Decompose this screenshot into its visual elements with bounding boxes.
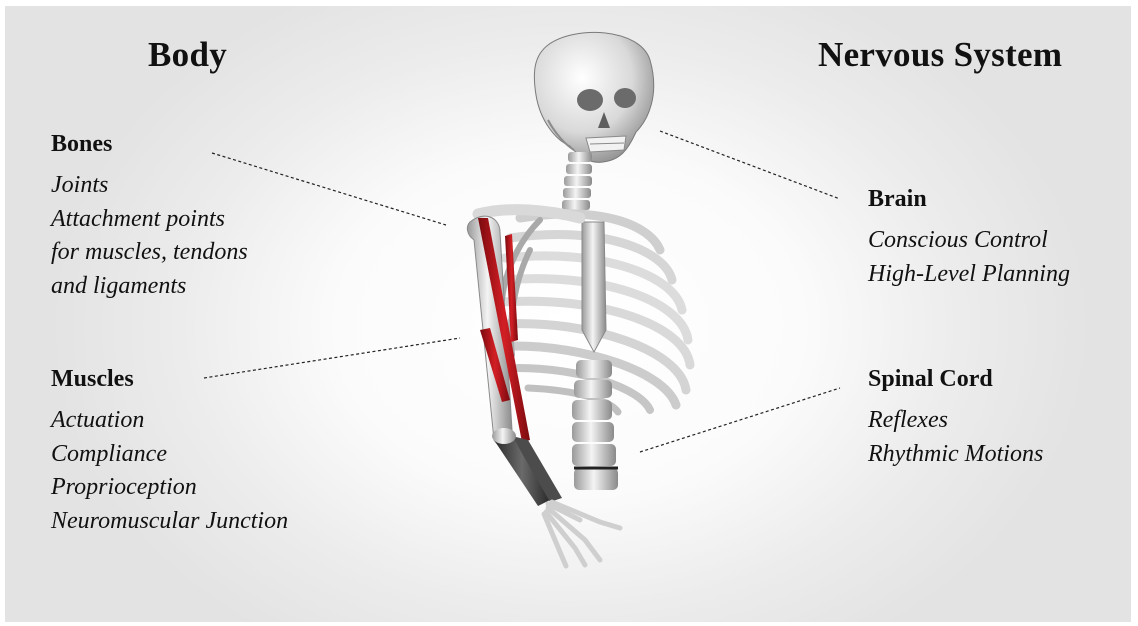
list-item: Proprioception: [51, 471, 288, 505]
leader-line-muscles: [204, 338, 460, 378]
list-item: Conscious Control: [868, 224, 1070, 258]
brain-title: Brain: [868, 186, 927, 213]
leader-line-spinal-cord: [640, 388, 840, 452]
bones-title: Bones: [51, 131, 112, 158]
spinal-cord-title: Spinal Cord: [868, 366, 993, 393]
list-item: for muscles, tendons: [51, 236, 248, 270]
list-item: Actuation: [51, 404, 288, 438]
heading-nervous-system: Nervous System: [818, 35, 1062, 75]
list-item: Attachment points: [51, 203, 248, 237]
list-item: High-Level Planning: [868, 258, 1070, 292]
muscles-list: Actuation Compliance Proprioception Neur…: [51, 404, 288, 538]
heading-body: Body: [148, 35, 227, 75]
muscles-title: Muscles: [51, 366, 134, 393]
brain-list: Conscious Control High-Level Planning: [868, 224, 1070, 291]
list-item: Joints: [51, 169, 248, 203]
list-item: Neuromuscular Junction: [51, 505, 288, 539]
spinal-cord-list: Reflexes Rhythmic Motions: [868, 404, 1043, 471]
list-item: Reflexes: [868, 404, 1043, 438]
leader-line-brain: [660, 131, 840, 199]
list-item: Compliance: [51, 438, 288, 472]
list-item: and ligaments: [51, 270, 248, 304]
list-item: Rhythmic Motions: [868, 438, 1043, 472]
bones-list: Joints Attachment points for muscles, te…: [51, 169, 248, 303]
